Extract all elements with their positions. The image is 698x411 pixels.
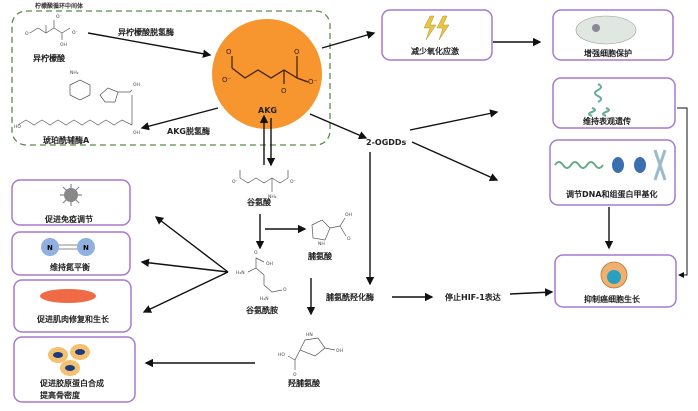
svg-text:O: O [294,48,300,56]
svg-text:H₂N: H₂N [236,270,245,276]
svg-text:N: N [83,244,89,252]
svg-text:O: O [283,287,287,293]
tca-group-border [11,10,331,146]
svg-text:OH: OH [266,261,273,267]
arrow-hif-to-cancer [509,288,554,297]
box-label: 维持氮平衡 [50,262,90,272]
group-title: 柠檬酸循环中间体 [35,2,84,10]
svg-text:O⁻: O⁻ [290,179,297,185]
isocitrate-label: 异柠檬酸 [33,53,66,63]
arrow-epigenetics-to-cancer [677,107,688,278]
cell-icon [575,15,637,45]
box-label: 增强细胞保护 [584,48,632,58]
nitrogen-atom-icon [41,238,59,256]
box-inhibit-cancer: 抑制癌细胞生长 [554,254,677,308]
svg-text:O⁻: O⁻ [232,179,239,185]
box-collagen: 促进胶原蛋白合成 提高骨密度 [13,336,136,403]
box-label-1: 促进胶原蛋白合成 [39,378,104,388]
proline-structure: OH O NH [311,212,352,247]
succinyl-coa-label: 琥珀酰辅酶A [43,135,90,145]
svg-text:NH₂: NH₂ [70,70,79,76]
svg-text:NH₂: NH₂ [268,194,277,200]
svg-text:NH: NH [318,241,325,247]
box-label: 促进免疫调节 [44,214,93,224]
dna-icon [588,83,610,117]
svg-text:O⁻: O⁻ [56,14,63,20]
bone-cells-icon [48,344,90,376]
isocitrate-structure: O⁻ O⁻ O⁻ OH [25,14,79,48]
svg-text:HN: HN [306,332,313,338]
svg-text:O: O [293,372,297,378]
box-reduce-oxidative-stress: 减少氧化应激 [381,9,493,61]
box-label: 促进肌肉修复和生长 [36,314,110,324]
arrow-ogdds-to-methylation [411,141,499,181]
box-epigenetics: 维持表观遗传 [552,77,676,129]
box-label: 抑制癌细胞生长 [584,294,641,304]
svg-text:O⁻: O⁻ [222,76,232,84]
box-nitrogen: N N 维持氮平衡 [11,231,131,276]
svg-text:O: O [347,236,351,242]
arrow-akg-to-succinyl-coa [140,107,219,131]
dna-helix-icon [554,161,604,169]
arrow-ogdds-to-epigenetics [409,109,499,131]
box-label-2: 提高骨密度 [40,390,81,400]
arrow-to-muscle [142,271,229,313]
prolyl-hydroxylase-label: 脯氨酰羟化酶 [326,292,374,302]
svg-text:O: O [254,250,258,256]
svg-text:N: N [47,244,53,252]
idh-label: 异柠檬酸脱氢酶 [118,27,174,37]
box-immune: 促进免疫调节 [11,179,131,226]
hydroxyproline-structure: HO OH HN O [278,332,343,378]
box-muscle: 促进肌肉修复和生长 [13,279,132,333]
akgdh-label: AKG脱氢酶 [167,126,210,136]
lightning-icon [423,15,450,41]
hydroxyproline-label: 羟脯氨酸 [288,378,321,388]
box-methylation: 调节DNA和组蛋白甲基化 [549,139,676,206]
box-label: 调节DNA和组蛋白甲基化 [566,189,658,199]
glutamine-label: 谷氨酰胺 [245,305,278,315]
arrow-akg-to-ogdds [309,113,368,140]
svg-text:HO: HO [14,124,21,130]
svg-text:H₂N: H₂N [260,296,269,302]
svg-text:O⁻: O⁻ [308,78,318,86]
glutamine-structure: H₂N OH O O H₂N [236,250,287,302]
arrow-to-immune [154,216,229,273]
muscle-icon [40,289,96,303]
box-label: 维持表观遗传 [583,116,631,126]
svg-text:O⁻: O⁻ [72,30,79,36]
box-label: 减少氧化应激 [411,46,459,56]
svg-text:O: O [226,48,232,56]
arrow-to-nitrogen [140,258,229,273]
svg-text:OH: OH [133,130,140,136]
akg-node [212,19,322,129]
svg-text:OH: OH [133,82,140,88]
succinyl-coa-structure: NH₂ OH OH HO [14,70,140,136]
nitrogen-atom-icon [77,238,95,256]
svg-text:HO: HO [278,352,285,358]
arrow-isocitrate-to-akg [87,32,212,58]
glutamate-label: 谷氨酸 [246,197,272,207]
akg-label: AKG [258,106,277,115]
svg-text:OH: OH [345,212,352,218]
arrow-akg-to-oxidative [321,30,376,49]
svg-text:O⁻: O⁻ [25,31,32,37]
akg-structure [231,56,309,84]
proline-label: 脯氨酸 [308,251,333,261]
svg-text:O: O [281,87,287,95]
chromosome-icon [653,149,667,181]
glutamate-structure: O⁻ O⁻ NH₂ [232,170,297,200]
box-cell-protection: 增强细胞保护 [552,9,674,61]
ogdds-label: 2-OGDDs [366,138,407,147]
stop-hif-label: 停止HIF-1表达 [445,292,501,302]
svg-text:OH: OH [336,348,343,354]
svg-text:OH: OH [60,42,67,48]
